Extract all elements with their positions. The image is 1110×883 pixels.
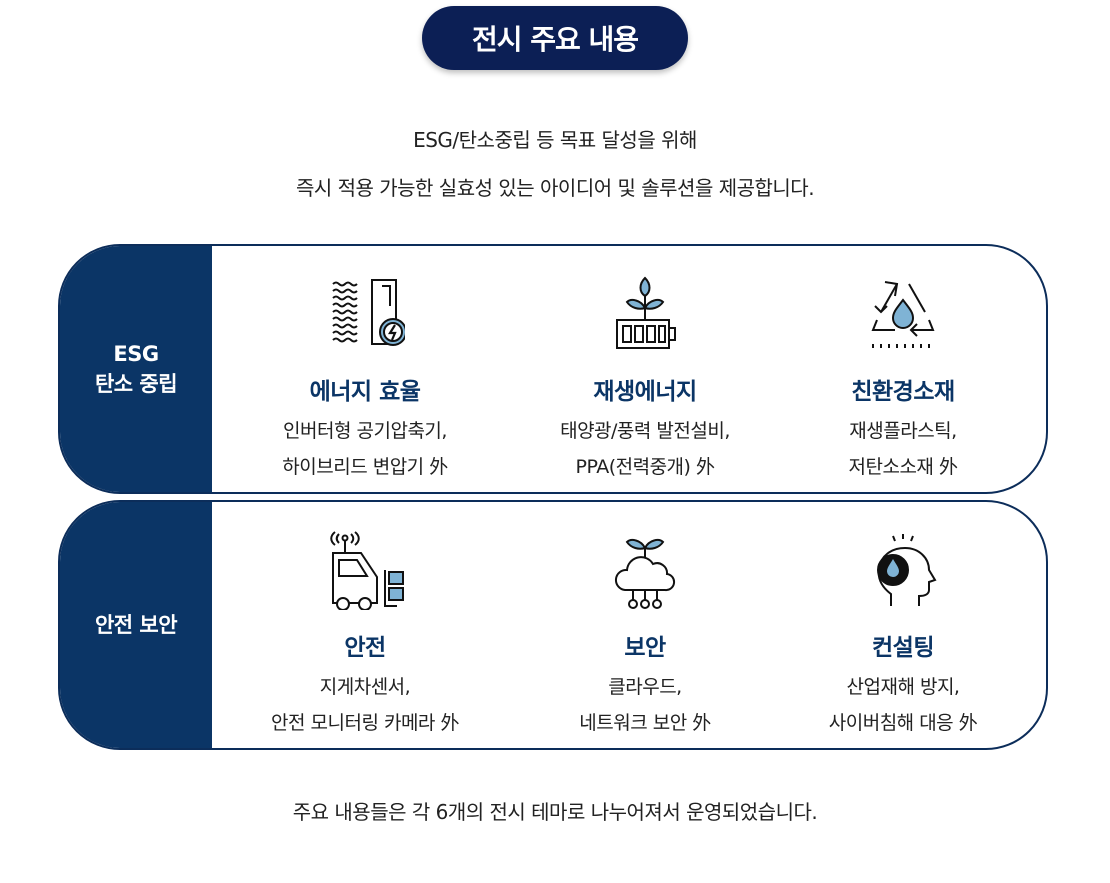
page-title-badge: 전시 주요 내용 — [422, 6, 688, 70]
category-label-line-1: 안전 보안 — [94, 613, 178, 637]
item-name: 안전 — [344, 635, 386, 661]
item-desc-1: 인버터형 공기압축기, — [283, 420, 447, 442]
item-desc-1: 클라우드, — [608, 676, 682, 698]
item-security: 보안 클라우드, 네트워크 보안 外 — [515, 502, 775, 748]
item-desc-2: 사이버침해 대응 外 — [828, 712, 978, 734]
item-desc-1: 지게차센서, — [319, 676, 411, 698]
item-renewable-energy: 재생에너지 태양광/풍력 발전설비, PPA(전력중개) 外 — [515, 246, 775, 492]
category-label: 안전 보안 — [60, 502, 212, 748]
item-desc-2: 네트워크 보안 外 — [579, 712, 711, 734]
item-consulting: 컨설팅 산업재해 방지, 사이버침해 대응 外 — [773, 502, 1033, 748]
item-energy-efficiency: 에너지 효율 인버터형 공기압축기, 하이브리드 변압기 外 — [235, 246, 495, 492]
forklift-sensor-icon — [325, 530, 405, 610]
item-desc-2: 저탄소소재 外 — [848, 456, 958, 478]
item-desc-1: 산업재해 방지, — [846, 676, 960, 698]
category-label-line-2: 탄소 중립 — [94, 372, 178, 396]
item-name: 보안 — [624, 635, 666, 661]
category-label-line-1: ESG — [113, 342, 159, 366]
item-name: 재생에너지 — [593, 379, 697, 405]
energy-efficiency-icon — [325, 274, 405, 354]
item-desc-1: 재생플라스틱, — [849, 420, 957, 442]
page-title: 전시 주요 내용 — [471, 23, 639, 56]
item-name: 컨설팅 — [872, 635, 934, 661]
item-name: 에너지 효율 — [309, 379, 421, 405]
recycle-icon — [863, 274, 943, 354]
item-desc-2: 안전 모니터링 카메라 外 — [271, 712, 459, 734]
item-desc-2: PPA(전력중개) 外 — [575, 456, 715, 478]
cloud-network-icon — [605, 530, 685, 610]
item-eco-material: 친환경소재 재생플라스틱, 저탄소소재 外 — [773, 246, 1033, 492]
intro-line-1: ESG/탄소중립 등 목표 달성을 위해 — [413, 128, 697, 152]
renewable-energy-icon — [605, 274, 685, 354]
category-card-safety-security: 안전 보안 안전 지게차센서, 안전 모니터링 카메라 外 — [58, 500, 1048, 750]
item-name: 친환경소재 — [851, 379, 955, 405]
item-desc-1: 태양광/풍력 발전설비, — [560, 420, 730, 442]
footer-note: 주요 내용들은 각 6개의 전시 테마로 나누어져서 운영되었습니다. — [292, 800, 818, 824]
item-desc-2: 하이브리드 변압기 外 — [282, 456, 448, 478]
consulting-head-icon — [863, 530, 943, 610]
category-card-esg: ESG 탄소 중립 에너지 효율 인버터형 공기압축기, — [58, 244, 1048, 494]
item-safety: 안전 지게차센서, 안전 모니터링 카메라 外 — [235, 502, 495, 748]
category-label: ESG 탄소 중립 — [60, 246, 212, 492]
intro-line-2: 즉시 적용 가능한 실효성 있는 아이디어 및 솔루션을 제공합니다. — [295, 176, 815, 200]
